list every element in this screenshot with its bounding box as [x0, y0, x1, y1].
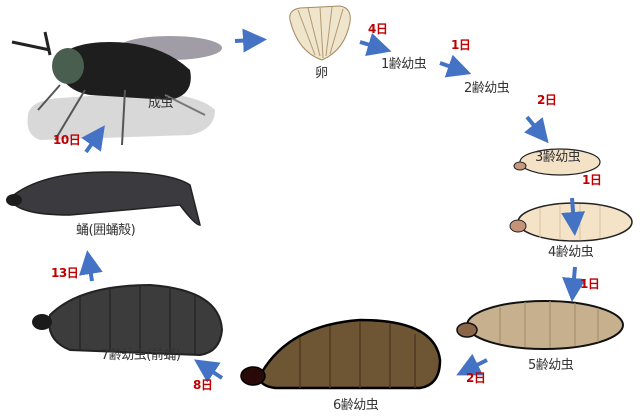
instar5-larva-illustration — [456, 300, 624, 350]
adult-fly-illustration — [11, 31, 222, 146]
arrow-instar2-to-instar3 — [524, 115, 549, 144]
label-instar2: 2齢幼虫 — [464, 81, 510, 96]
label-egg: 卵 — [315, 66, 328, 81]
arrow-adult-to-egg — [234, 28, 267, 53]
label-instar3: 3齢幼虫 — [535, 150, 581, 165]
arrow-pupa-to-adult — [81, 125, 105, 154]
label-instar7: 7齢幼虫(前蛹) — [101, 348, 181, 363]
arrow-instar3-to-instar4 — [561, 197, 586, 236]
duration-instar7-to-pupa: 13日 — [51, 266, 79, 280]
duration-instar3-to-instar4: 1日 — [582, 173, 602, 187]
instar6-larva-illustration — [240, 318, 442, 390]
arrow-instar7-to-pupa — [79, 250, 103, 282]
label-pupa: 蛹(囲蛹殻) — [76, 223, 136, 238]
label-instar6: 6齢幼虫 — [333, 398, 379, 413]
duration-instar2-to-instar3: 2日 — [537, 93, 557, 107]
arrow-egg-to-instar1 — [359, 33, 392, 57]
instar7-prepupa-illustration — [32, 283, 224, 357]
duration-instar4-to-instar5: 1日 — [580, 277, 600, 291]
duration-egg-to-instar1: 4日 — [368, 22, 388, 36]
instar3-larva-illustration — [513, 148, 601, 176]
label-instar4: 4齢幼虫 — [548, 245, 594, 260]
duration-instar6-to-instar7: 8日 — [193, 378, 213, 392]
egg-cluster-illustration — [289, 5, 351, 61]
arrow-instar4-to-instar5 — [562, 266, 586, 302]
arrow-instar1-to-instar2 — [439, 54, 472, 78]
duration-instar1-to-instar2: 1日 — [451, 38, 471, 52]
pupa-illustration — [6, 171, 201, 226]
duration-pupa-to-adult: 10日 — [53, 133, 81, 147]
arrow-instar5-to-instar6 — [456, 353, 488, 376]
label-instar1: 1齢幼虫 — [381, 57, 427, 72]
label-adult: 成虫 — [148, 96, 174, 111]
label-instar5: 5齢幼虫 — [528, 358, 574, 373]
duration-instar5-to-instar6: 2日 — [466, 371, 486, 385]
arrow-instar6-to-instar7 — [194, 359, 224, 383]
